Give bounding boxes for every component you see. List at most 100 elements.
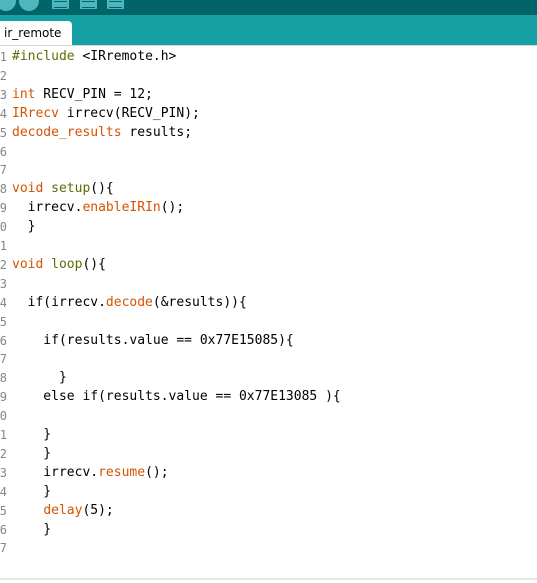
editor-divider bbox=[0, 45, 537, 46]
line-number: 2 bbox=[0, 446, 7, 461]
line-number: 6 bbox=[0, 522, 7, 537]
code-line[interactable]: 2 } bbox=[0, 445, 537, 463]
line-number: 3 bbox=[0, 465, 7, 480]
code-line[interactable]: 1 #include <IRremote.h> bbox=[0, 48, 537, 66]
code-text: if(results.value == 0x77E15085){ bbox=[12, 332, 294, 350]
line-number: 7 bbox=[0, 163, 7, 178]
line-number: 4 bbox=[0, 295, 7, 310]
new-icon[interactable] bbox=[52, 0, 69, 9]
code-line[interactable]: 4 } bbox=[0, 483, 537, 501]
code-token: } bbox=[12, 445, 52, 461]
code-line[interactable]: 6 } bbox=[0, 521, 537, 539]
code-token: decode_results bbox=[12, 124, 122, 140]
line-number: 0 bbox=[0, 409, 7, 424]
code-token: (){ bbox=[82, 256, 106, 272]
code-token: #include bbox=[12, 49, 83, 64]
code-line[interactable]: 9 irrecv.enableIRIn(); bbox=[0, 199, 537, 217]
line-number: 2 bbox=[0, 68, 7, 83]
code-line[interactable]: 1 } bbox=[0, 426, 537, 444]
line-number: 6 bbox=[0, 333, 7, 348]
code-line[interactable]: 9 else if(results.value == 0x77E13085 ){ bbox=[0, 388, 537, 406]
code-text: } bbox=[12, 218, 36, 236]
code-text: decode_results results; bbox=[12, 124, 192, 142]
code-token: irrecv. bbox=[12, 464, 99, 480]
line-number: 5 bbox=[0, 503, 7, 518]
code-text: int RECV_PIN = 12; bbox=[12, 86, 153, 104]
upload-icon[interactable] bbox=[19, 0, 39, 11]
code-line[interactable]: 7 bbox=[0, 350, 537, 368]
code-token: } bbox=[12, 427, 52, 442]
line-number: 6 bbox=[0, 144, 7, 159]
tab-ir-remote[interactable]: ir_remote bbox=[0, 21, 72, 45]
code-line[interactable]: 5 decode_results results; bbox=[0, 124, 537, 142]
code-token: IRrecv bbox=[12, 105, 59, 121]
code-token: } bbox=[12, 483, 52, 499]
line-number: 8 bbox=[0, 371, 7, 386]
code-token: } bbox=[12, 219, 36, 235]
code-line[interactable]: 5 delay(5); bbox=[0, 502, 537, 520]
horizontal-scrollbar[interactable] bbox=[0, 575, 537, 583]
code-token: if(results.value == 0x77E15085){ bbox=[12, 332, 294, 348]
line-number: 9 bbox=[0, 390, 7, 405]
code-text: else if(results.value == 0x77E13085 ){ bbox=[12, 388, 340, 406]
code-token: (); bbox=[160, 200, 185, 216]
code-token: void bbox=[12, 181, 44, 197]
code-line[interactable]: 3 int RECV_PIN = 12; bbox=[0, 86, 537, 104]
line-number: 3 bbox=[0, 276, 7, 291]
scrollbar-track[interactable] bbox=[0, 578, 537, 580]
code-token: results; bbox=[121, 124, 193, 140]
code-token: (5); bbox=[82, 502, 114, 518]
save-icon[interactable] bbox=[107, 0, 124, 9]
code-line[interactable]: 7 bbox=[0, 539, 537, 557]
line-number: 3 bbox=[0, 87, 7, 102]
code-text: irrecv.resume(); bbox=[12, 464, 168, 482]
code-token: void bbox=[12, 256, 44, 272]
code-editor[interactable]: 1 #include <IRremote.h> 2 3 int RECV_PIN = 1… bbox=[0, 46, 537, 570]
toolbar bbox=[0, 0, 537, 15]
code-text: } bbox=[12, 521, 51, 539]
code-line[interactable]: 5 bbox=[0, 313, 537, 331]
code-token: RECV_PIN = 12; bbox=[35, 86, 153, 102]
code-line[interactable]: 3 irrecv.resume(); bbox=[0, 464, 537, 482]
code-text: delay(5); bbox=[12, 502, 114, 520]
code-line[interactable]: 0 } bbox=[0, 218, 537, 236]
line-number: 1 bbox=[0, 50, 7, 64]
line-number: 4 bbox=[0, 484, 7, 499]
code-line[interactable]: 1 bbox=[0, 237, 537, 255]
code-line[interactable]: 2 bbox=[0, 67, 537, 85]
code-line[interactable]: 6 if(results.value == 0x77E15085){ bbox=[0, 332, 537, 350]
code-token: delay bbox=[43, 502, 83, 518]
code-text: } bbox=[12, 426, 51, 444]
code-token bbox=[43, 257, 51, 272]
code-line[interactable]: 4 if(irrecv.decode(&results)){ bbox=[0, 294, 537, 312]
code-text: } bbox=[12, 483, 51, 501]
code-token: if(irrecv. bbox=[12, 294, 106, 310]
code-line[interactable]: 7 bbox=[0, 161, 537, 179]
code-token: irrecv. bbox=[12, 200, 83, 216]
code-text: void loop(){ bbox=[12, 256, 106, 274]
code-token: int bbox=[12, 86, 36, 102]
code-text: void setup(){ bbox=[12, 180, 114, 198]
code-token bbox=[12, 503, 43, 518]
code-token: decode bbox=[105, 294, 153, 310]
line-number: 5 bbox=[0, 125, 7, 140]
line-number: 1 bbox=[0, 428, 7, 442]
code-token: enableIRIn bbox=[82, 200, 161, 216]
open-icon[interactable] bbox=[80, 0, 97, 9]
code-token: } bbox=[12, 521, 52, 537]
code-text: } bbox=[12, 369, 67, 387]
line-number: 0 bbox=[0, 220, 7, 235]
code-text: #include <IRremote.h> bbox=[12, 48, 176, 66]
code-token: (&results)){ bbox=[152, 294, 247, 310]
line-number: 1 bbox=[0, 239, 7, 253]
code-line[interactable]: 6 bbox=[0, 143, 537, 161]
code-line[interactable]: 8 } bbox=[0, 369, 537, 387]
verify-icon[interactable] bbox=[0, 0, 16, 11]
code-line[interactable]: 0 bbox=[0, 407, 537, 425]
code-line[interactable]: 3 bbox=[0, 275, 537, 293]
code-text: IRrecv irrecv(RECV_PIN); bbox=[12, 105, 200, 123]
line-number: 5 bbox=[0, 314, 7, 329]
